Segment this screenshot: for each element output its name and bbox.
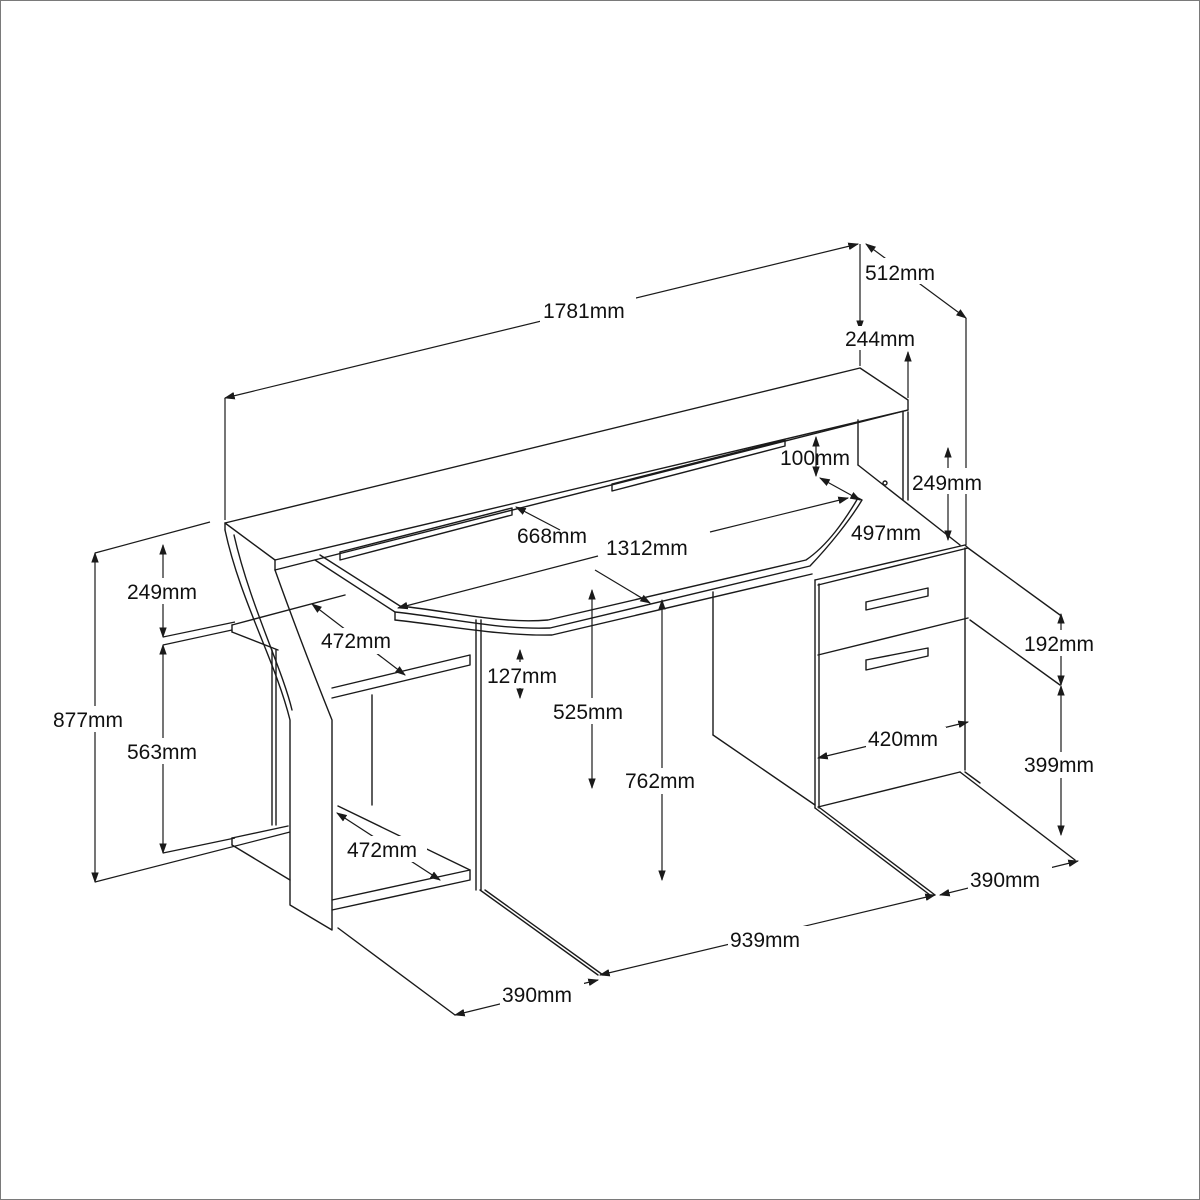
label-knee-space-width: 939mm [730,929,800,952]
keyboard-tray [314,497,863,636]
drawer-handle-top [865,587,929,611]
label-tray-depth-right: 497mm [851,522,921,545]
label-drawer-width: 420mm [868,728,938,751]
label-left-depth: 390mm [502,984,572,1007]
label-desk-height: 762mm [625,770,695,793]
label-hutch-gap: 100mm [780,447,850,470]
base-lines [337,889,604,1016]
label-tray-clearance: 525mm [553,701,623,724]
label-tray-height: 127mm [487,665,557,688]
hutch-shelf [224,367,961,571]
left-side-panel [224,529,333,931]
drawer-pedestal [814,544,1076,896]
label-overall-width: 1781mm [543,300,625,323]
label-hutch-height-left: 249mm [127,581,197,604]
label-overall-depth: 512mm [865,262,935,285]
label-hutch-height-right: 249mm [912,472,982,495]
label-drawer-bottom-height: 399mm [1024,754,1094,777]
label-shelf-depth-lower: 472mm [347,839,417,862]
dimension-lines [91,242,1080,1017]
drawer-handle-bottom [865,647,929,671]
label-hutch-depth: 244mm [845,328,915,351]
label-drawer-top-height: 192mm [1024,633,1094,656]
label-tray-depth: 668mm [517,525,587,548]
label-shelf-height: 563mm [127,741,197,764]
label-shelf-depth-upper: 472mm [321,630,391,653]
label-overall-height: 877mm [53,709,123,732]
dimension-labels: 1781mm 512mm 244mm 249mm 100mm 497mm 668… [50,258,1104,1008]
modesty-panel [712,591,816,806]
label-pedestal-depth: 390mm [970,869,1040,892]
label-tray-width: 1312mm [606,537,688,560]
